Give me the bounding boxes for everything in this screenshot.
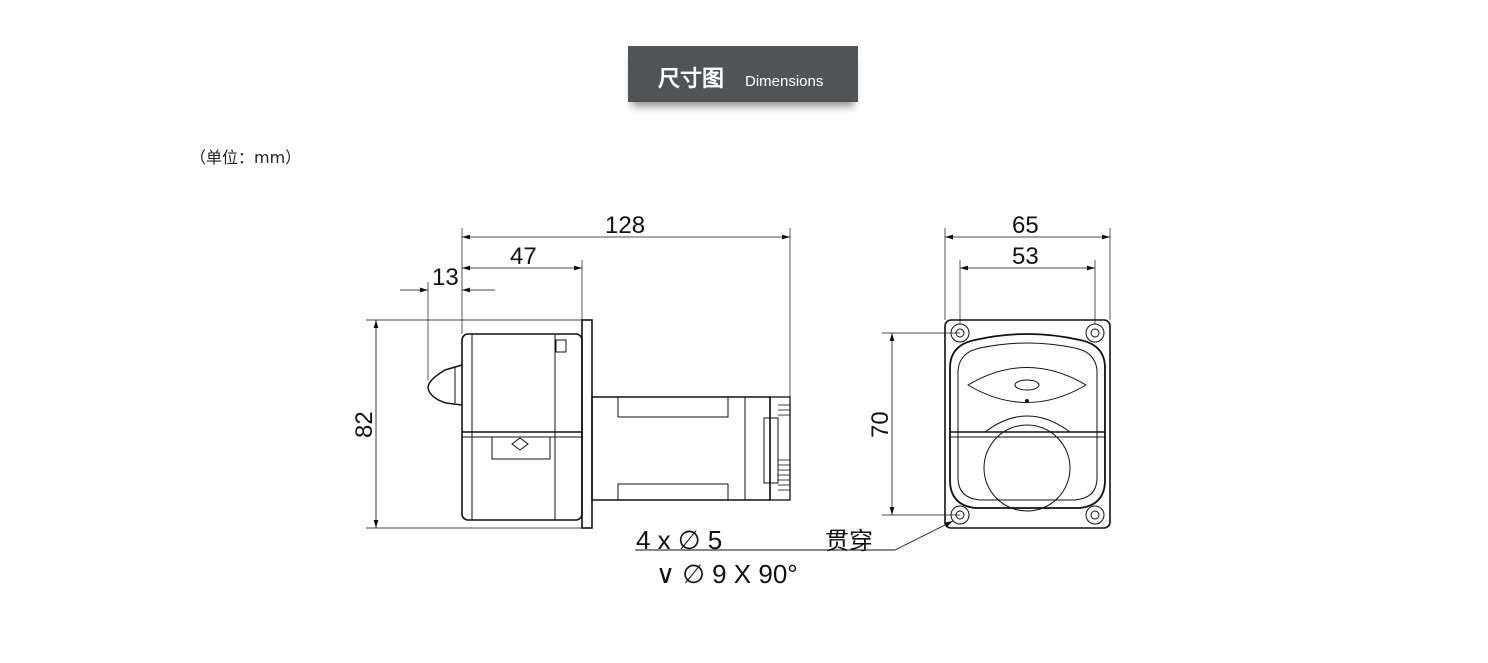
knob <box>427 364 463 406</box>
side-view <box>366 228 791 529</box>
header-title-cn: 尺寸图 <box>658 67 725 92</box>
hole-note-leader <box>635 520 954 551</box>
pump-head-body <box>461 333 583 521</box>
roller <box>983 424 1071 512</box>
front-plate <box>944 319 1111 529</box>
dim-53: 53 <box>1012 243 1039 270</box>
dim-65: 65 <box>1012 212 1039 239</box>
mounting-holes <box>950 323 1105 525</box>
dim-13: 13 <box>432 264 459 291</box>
unit-label: （单位：mm） <box>190 148 302 167</box>
hole-note-line1: 4 x ∅ 5 <box>636 525 722 555</box>
mounting-flange <box>581 319 593 529</box>
hole-note-through: 贯穿 <box>825 528 873 555</box>
dim-47: 47 <box>510 243 537 270</box>
section-header: 尺寸图 Dimensions <box>628 46 858 102</box>
dim-70: 70 <box>867 411 894 438</box>
motor-body <box>591 396 771 501</box>
header-title-en: Dimensions <box>745 73 824 90</box>
front-view <box>882 228 1111 529</box>
dim-128: 128 <box>605 212 645 239</box>
dim-82: 82 <box>351 411 378 438</box>
hole-note-line2: ∨ ∅ 9 X 90° <box>656 559 798 589</box>
